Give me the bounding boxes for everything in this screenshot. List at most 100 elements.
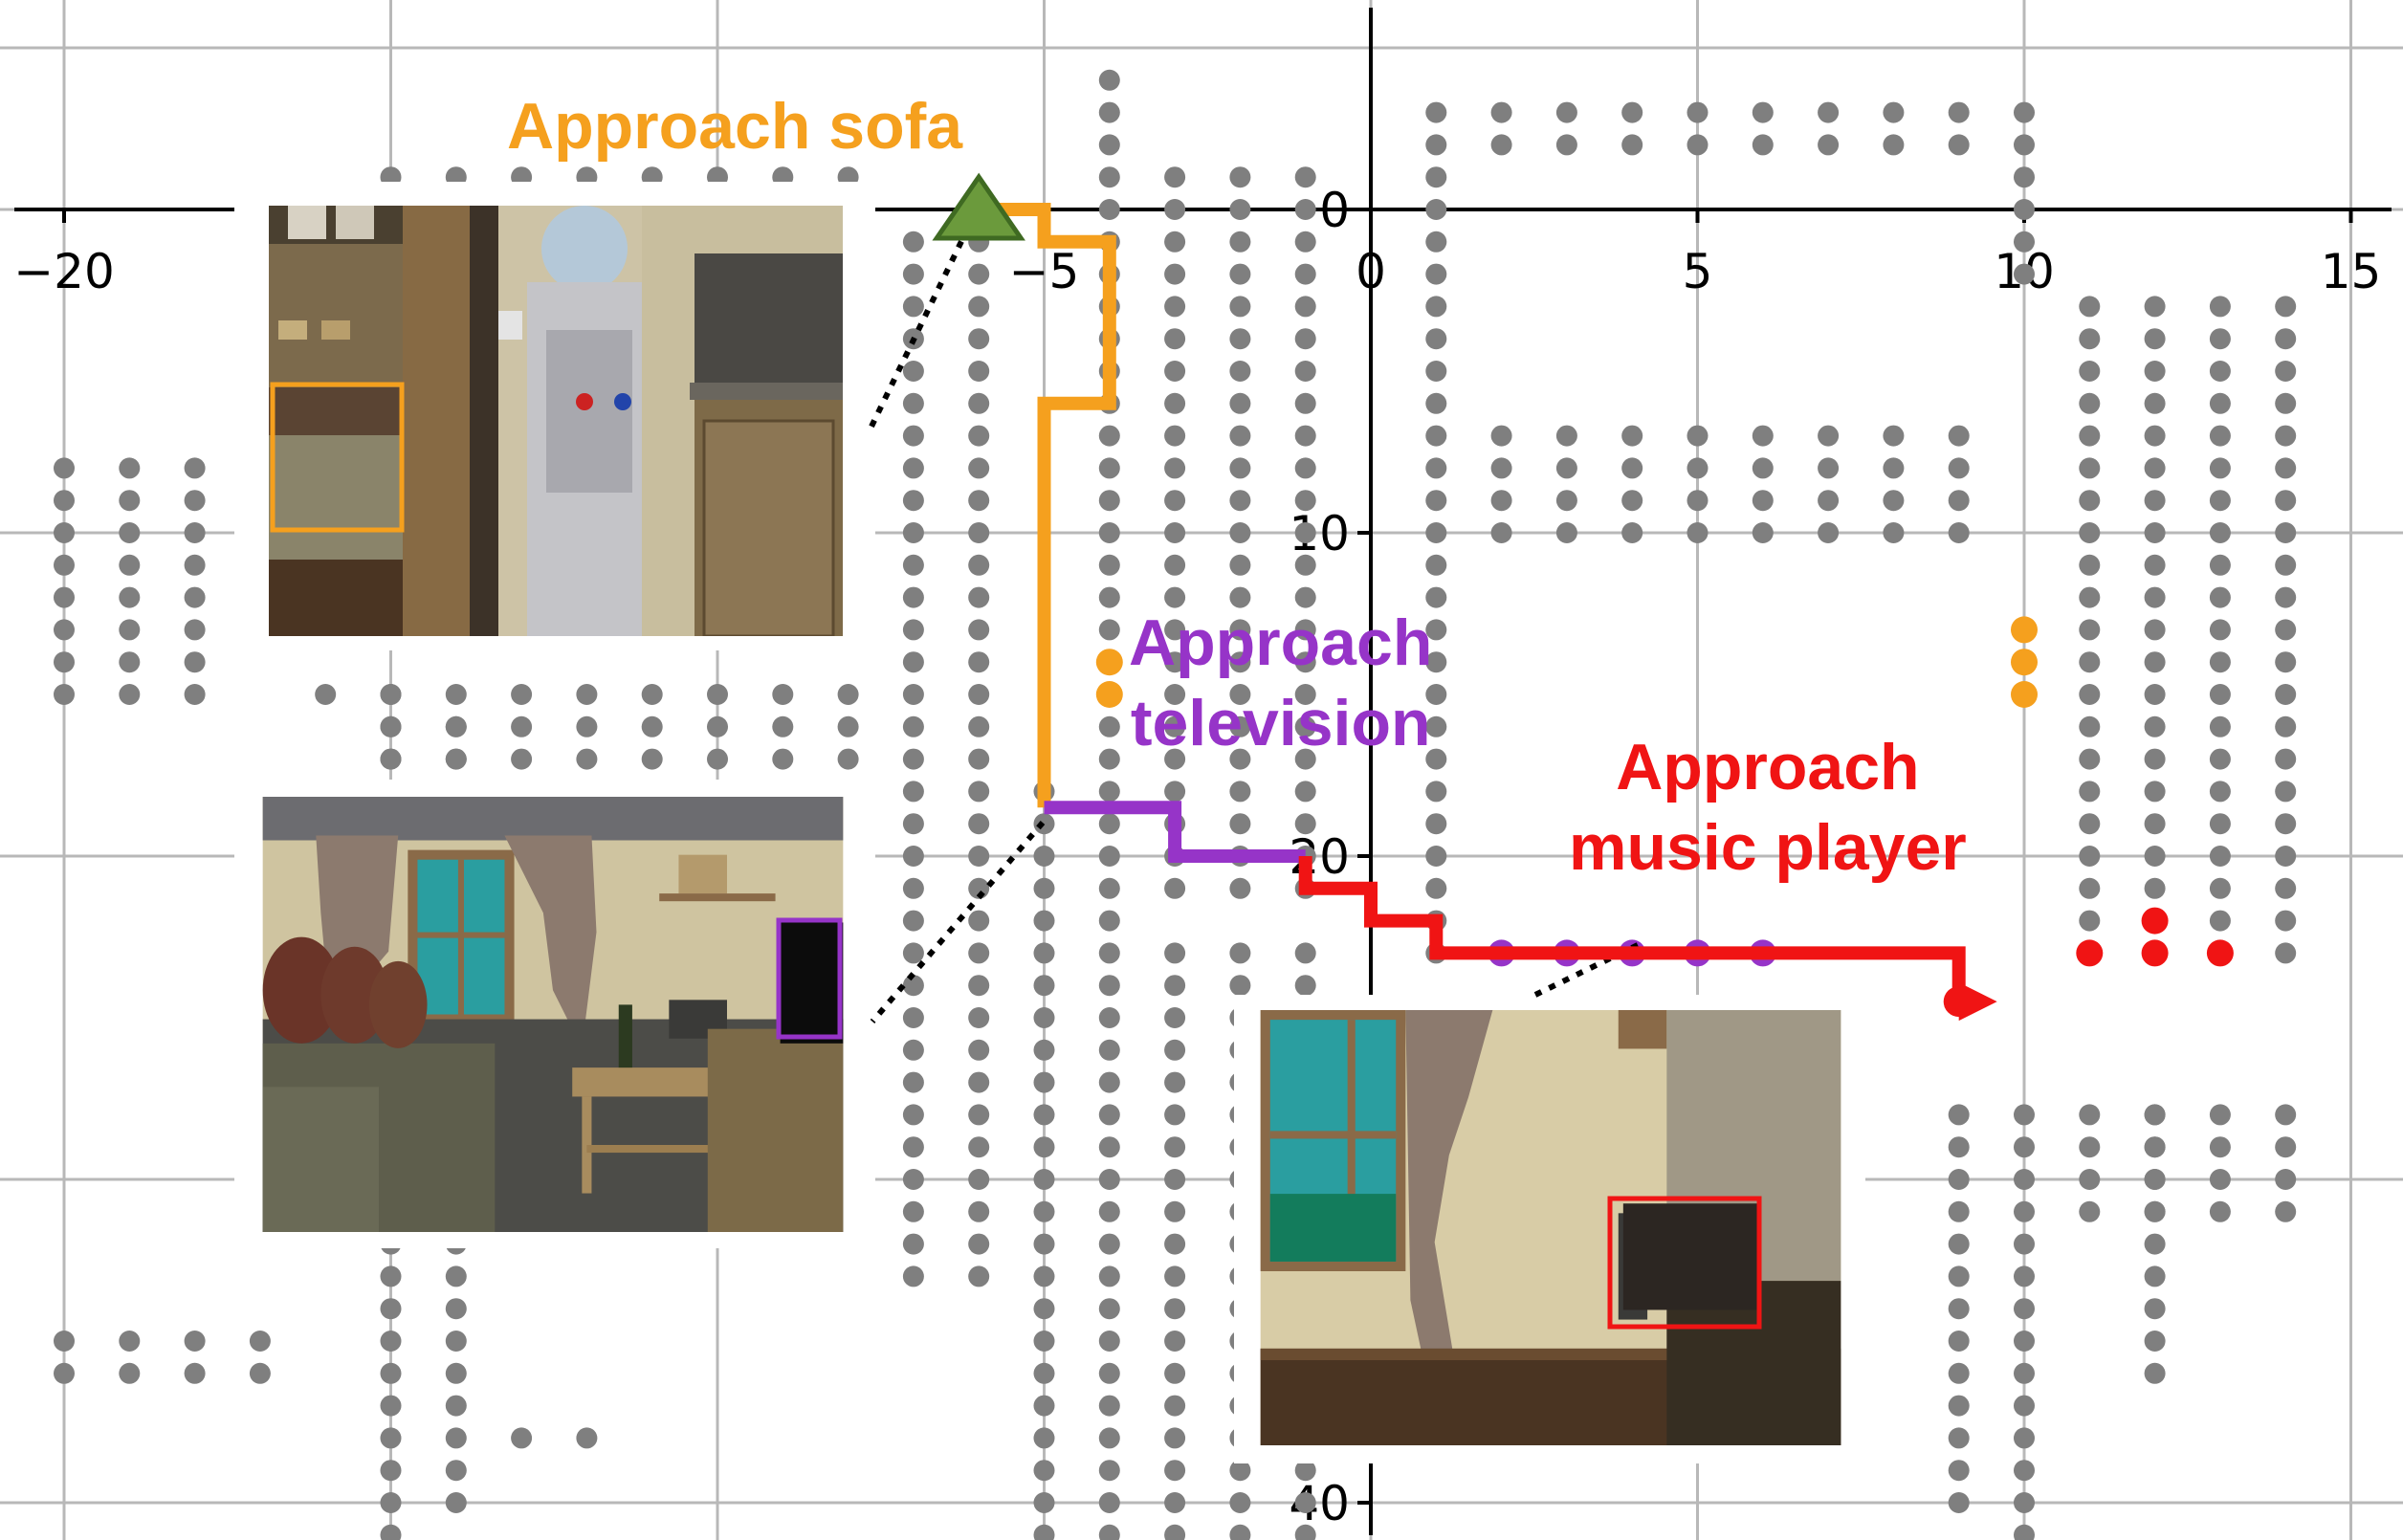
label-approach-sofa: Approach sofa (507, 90, 963, 163)
walkable-point (2144, 1104, 2166, 1126)
walkable-point (1948, 101, 1970, 123)
walkable-point (380, 748, 402, 770)
walkable-point (1164, 1007, 1186, 1028)
walkable-point (1752, 101, 1774, 123)
walkable-point (1164, 1039, 1186, 1061)
walkable-point (1164, 425, 1186, 447)
walkable-point (1229, 813, 1251, 835)
walkable-point (119, 490, 141, 512)
walkable-point (54, 457, 75, 479)
view-music-player (1234, 995, 1865, 1463)
walkable-point (1555, 101, 1577, 123)
walkable-point (1948, 1362, 1970, 1384)
walkable-point (1425, 425, 1447, 447)
walkable-point (1098, 1492, 1120, 1513)
kitchen-scene-image (268, 206, 844, 636)
walkable-point (1164, 263, 1186, 285)
walkable-point (2144, 425, 2166, 447)
walkable-point (1948, 457, 1970, 479)
walkable-point (445, 1331, 467, 1352)
walkable-point (2275, 1104, 2297, 1126)
walkable-point (1164, 490, 1186, 512)
walkable-point (119, 1362, 141, 1384)
object-point-music-player (2141, 939, 2169, 967)
walkable-point (54, 586, 75, 608)
walkable-point (1425, 392, 1447, 414)
walkable-point (968, 1233, 990, 1255)
walkable-point (1229, 1460, 1251, 1482)
walkable-point (2275, 522, 2297, 543)
walkable-point (1164, 231, 1186, 253)
walkable-point (2014, 1331, 2035, 1352)
walkable-point (2079, 296, 2101, 318)
walkable-point (119, 684, 141, 705)
walkable-point (2209, 877, 2231, 899)
label-television-line2: television (1130, 687, 1431, 759)
walkable-point (2079, 586, 2101, 608)
walkable-point (1948, 522, 1970, 543)
walkable-point (1229, 199, 1251, 220)
walkable-point (1425, 554, 1447, 576)
walkable-point (380, 1460, 402, 1482)
walkable-point (1164, 392, 1186, 414)
walkable-point (1425, 813, 1447, 835)
walkable-point (2144, 1169, 2166, 1190)
walkable-point (2275, 328, 2297, 350)
walkable-point (445, 1362, 467, 1384)
walkable-point (1425, 134, 1447, 156)
walkable-point (2014, 1169, 2035, 1190)
music-player-bounding-box (1607, 1196, 1762, 1330)
walkable-point (2014, 199, 2035, 220)
view-sofa (234, 182, 875, 650)
walkable-point (1555, 522, 1577, 543)
walkable-point (968, 425, 990, 447)
walkable-point (1098, 877, 1120, 899)
walkable-point (2275, 781, 2297, 803)
walkable-point (1948, 425, 1970, 447)
walkable-point (184, 619, 206, 641)
walkable-point (1425, 748, 1447, 770)
walkable-point (1883, 522, 1905, 543)
walkable-point (2079, 1169, 2101, 1190)
walkable-point (1621, 457, 1643, 479)
walkable-point (1033, 1298, 1055, 1320)
x-tick-label: −20 (13, 244, 115, 299)
walkable-point (1098, 1200, 1120, 1222)
walkable-point (1098, 1039, 1120, 1061)
walkable-point (1425, 522, 1447, 543)
walkable-point (1294, 263, 1316, 285)
walkable-point (1164, 1200, 1186, 1222)
walkable-point (1098, 69, 1120, 91)
walkable-point (2079, 425, 2101, 447)
television-bounding-box (776, 917, 843, 1040)
walkable-point (902, 651, 924, 673)
walkable-point (1164, 1524, 1186, 1540)
walkable-point (968, 328, 990, 350)
walkable-point (1033, 877, 1055, 899)
walkable-point (1098, 1265, 1120, 1287)
walkable-point (1033, 1395, 1055, 1417)
walkable-point (902, 296, 924, 318)
walkable-point (1098, 457, 1120, 479)
walkable-point (2209, 554, 2231, 576)
walkable-point (902, 1007, 924, 1028)
walkable-point (2209, 361, 2231, 382)
walkable-point (2079, 813, 2101, 835)
walkable-point (119, 1331, 141, 1352)
walkable-point (2014, 1104, 2035, 1126)
walkable-point (1098, 1460, 1120, 1482)
walkable-point (576, 715, 598, 737)
object-point-sofa (2011, 681, 2038, 708)
walkable-point (1164, 1395, 1186, 1417)
walkable-point (1164, 296, 1186, 318)
walkable-point (2014, 134, 2035, 156)
walkable-point (968, 910, 990, 932)
walkable-point (380, 1492, 402, 1513)
walkable-point (772, 715, 794, 737)
walkable-point (1164, 1427, 1186, 1449)
walkable-point (1229, 296, 1251, 318)
walkable-point (1164, 328, 1186, 350)
walkable-point (1687, 134, 1709, 156)
walkable-point (2275, 490, 2297, 512)
walkable-point (1229, 328, 1251, 350)
